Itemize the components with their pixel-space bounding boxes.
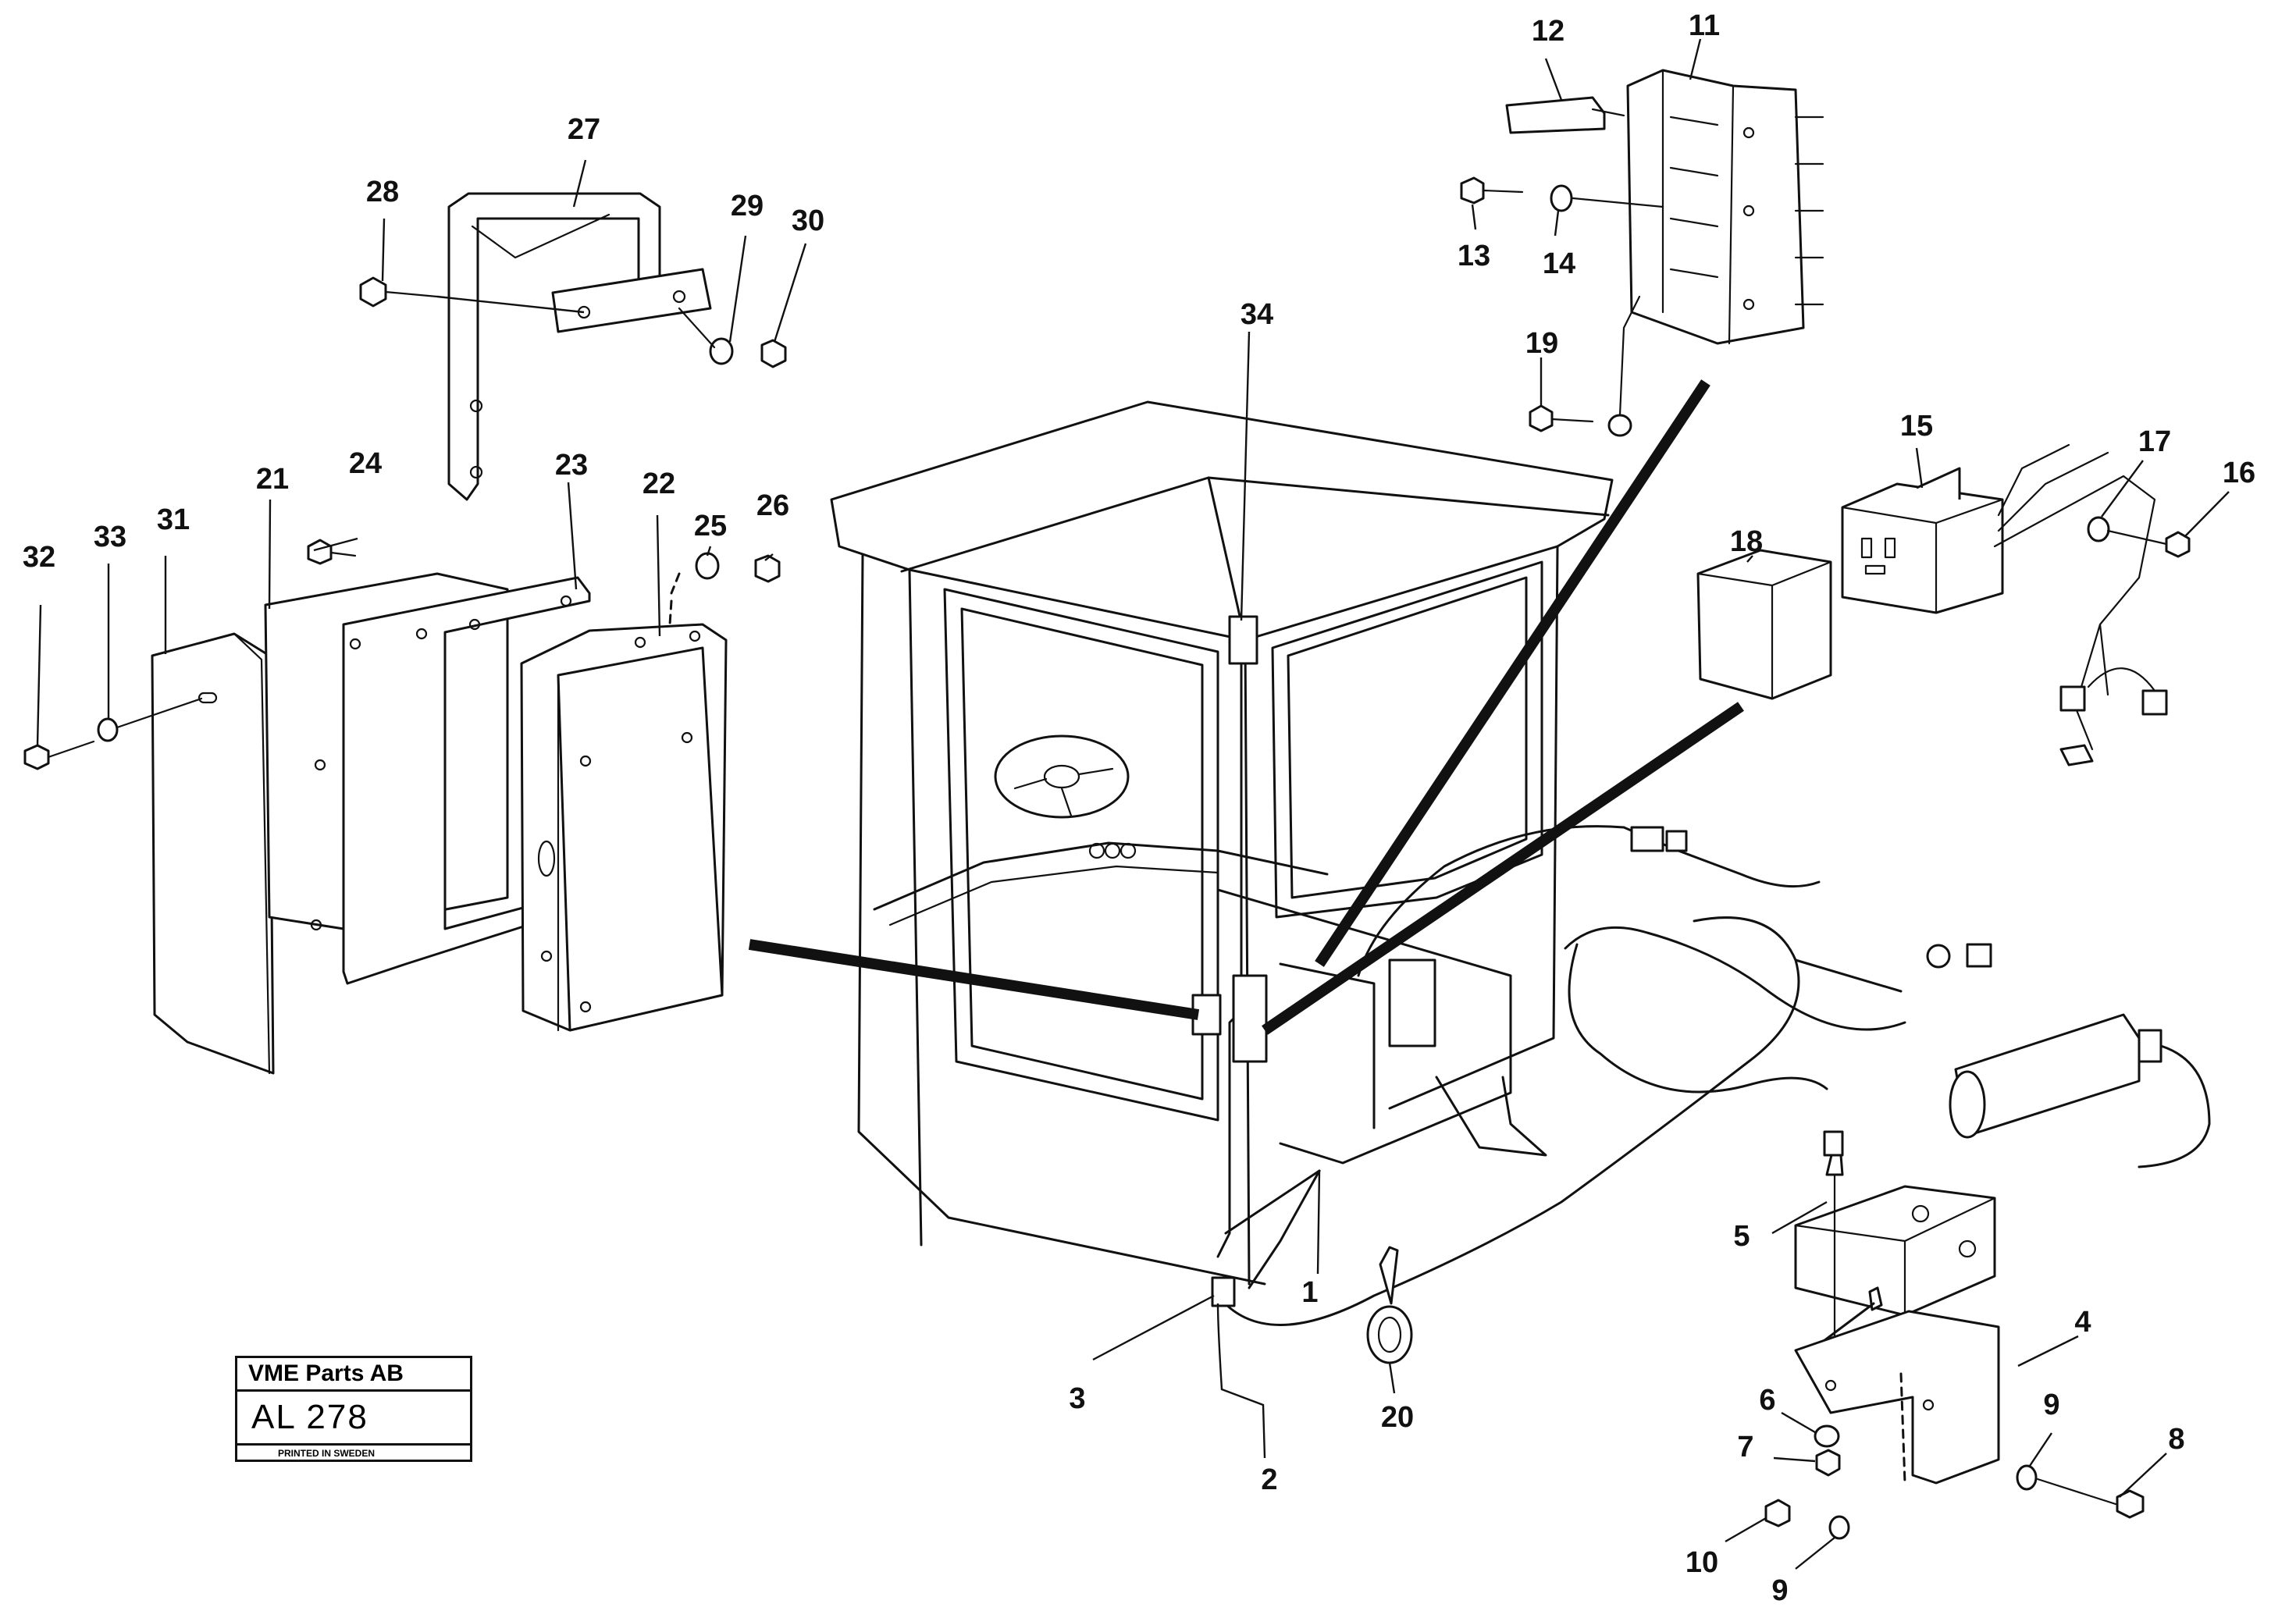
callout-31: 31	[157, 503, 190, 536]
callout-16: 16	[2223, 457, 2255, 489]
sensor-assembly	[1211, 825, 2211, 1540]
callout-26: 26	[756, 489, 789, 522]
stamp-code: AL 278	[237, 1392, 470, 1446]
callout-9b: 9	[1771, 1574, 1788, 1607]
callout-25: 25	[694, 510, 727, 542]
callout-14: 14	[1543, 247, 1575, 280]
callout-13: 13	[1458, 240, 1490, 272]
callout-3: 3	[1069, 1382, 1085, 1415]
callout-leaders	[36, 38, 2230, 1570]
callout-4: 4	[2074, 1306, 2091, 1339]
callout-19: 19	[1525, 327, 1558, 360]
stamp-printed: PRINTED IN SWEDEN	[278, 1448, 376, 1459]
callout-28: 28	[366, 176, 399, 208]
callout-1: 1	[1301, 1276, 1318, 1309]
callout-6: 6	[1759, 1384, 1775, 1417]
title-stamp: VME Parts AB AL 278 PRINTED IN SWEDEN	[235, 1356, 472, 1462]
callout-20: 20	[1381, 1401, 1414, 1434]
callout-22: 22	[643, 468, 675, 500]
callout-labels: 27 28 29 30 21 24 23 22 25 26 31 33 32 3…	[23, 9, 2255, 1607]
relay-assembly	[1460, 69, 2191, 766]
callout-10: 10	[1686, 1546, 1718, 1579]
electronic-box-assembly	[23, 192, 787, 1075]
pointer-lines	[748, 379, 1744, 1035]
callout-8: 8	[2168, 1423, 2184, 1456]
callout-34: 34	[1241, 298, 1273, 331]
callout-17: 17	[2138, 425, 2171, 458]
callout-12: 12	[1532, 15, 1564, 48]
callout-7: 7	[1737, 1431, 1753, 1463]
callout-15: 15	[1900, 410, 1933, 443]
callout-30: 30	[792, 204, 824, 237]
callout-27: 27	[568, 113, 600, 146]
callout-5: 5	[1733, 1220, 1750, 1253]
callout-2: 2	[1261, 1463, 1277, 1496]
callout-29: 29	[731, 190, 764, 222]
stamp-company: VME Parts AB	[237, 1358, 470, 1392]
callout-21: 21	[256, 463, 289, 496]
callout-32: 32	[23, 541, 55, 574]
callout-18: 18	[1730, 525, 1763, 558]
callout-33: 33	[94, 521, 126, 553]
callout-23: 23	[555, 449, 588, 482]
callout-9a: 9	[2043, 1389, 2059, 1421]
callout-24: 24	[349, 447, 382, 480]
callout-11: 11	[1689, 9, 1720, 42]
